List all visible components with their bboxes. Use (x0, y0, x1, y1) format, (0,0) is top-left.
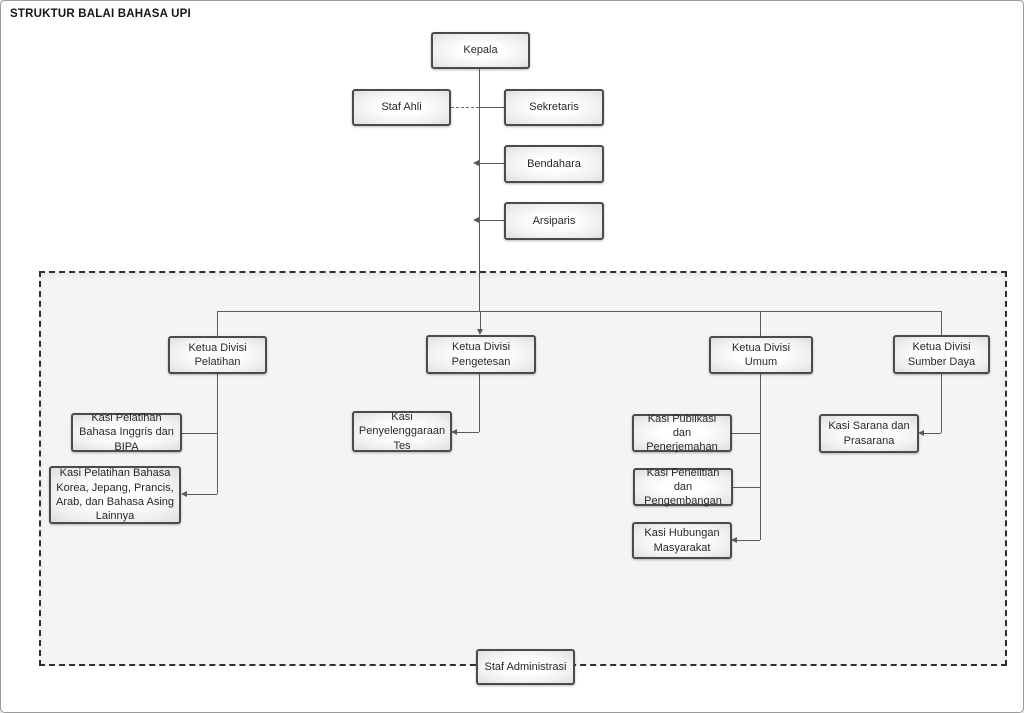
arrowhead-kasi-sarana (918, 430, 924, 436)
node-kepala-label: Kepala (463, 44, 498, 57)
connector-arsiparis (479, 220, 504, 221)
node-ketua-divisi-umum-label: Ketua Divisi Umum (731, 341, 791, 368)
connector-sekretaris (480, 107, 504, 108)
node-kepala: Kepala (431, 32, 530, 69)
node-kasi-publikasi-penerjemahan-label: Kasi Publikasi dan Penerjemahan (646, 412, 718, 454)
arrowhead-kasi-korea (181, 491, 187, 497)
node-kasi-publikasi-penerjemahan: Kasi Publikasi dan Penerjemahan (632, 412, 732, 454)
arrowhead-bendahara (473, 160, 479, 166)
node-staf-ahli: Staf Ahli (352, 89, 451, 126)
node-ketua-divisi-umum: Ketua Divisi Umum (709, 336, 813, 374)
node-ketua-divisi-pengetesan-label: Ketua Divisi Pengetesan (451, 341, 511, 368)
node-ketua-divisi-sumber-daya: Ketua Divisi Sumber Daya (893, 335, 990, 374)
node-kasi-pelatihan-inggris-bipa-label: Kasi Pelatihan Bahasa Inggris dan BIPA (79, 412, 174, 453)
node-ketua-divisi-sumber-daya-label: Ketua Divisi Sumber Daya (907, 341, 976, 368)
connector-drop-sumber-daya (941, 311, 942, 335)
node-kasi-pelatihan-inggris-bipa: Kasi Pelatihan Bahasa Inggris dan BIPA (71, 412, 182, 453)
connector-pelatihan-subtrunk (217, 373, 218, 494)
page-title: STRUKTUR BALAI BAHASA UPI (10, 8, 191, 20)
node-staf-administrasi: Staf Administrasi (476, 649, 575, 685)
connector-bendahara (479, 163, 504, 164)
node-bendahara-label: Bendahara (527, 157, 581, 170)
node-kasi-pelatihan-korea: Kasi Pelatihan Bahasa Korea, Jepang, Pra… (49, 466, 181, 524)
connector-kasi-humas (737, 540, 760, 541)
connector-kasi-tes (457, 432, 479, 433)
node-staf-administrasi-label: Staf Administrasi (484, 660, 567, 673)
node-bendahara: Bendahara (504, 145, 604, 183)
connector-sumber-daya-subtrunk (941, 374, 942, 433)
arrowhead-kasi-humas (731, 537, 737, 543)
connector-division-distribution (217, 311, 942, 312)
connector-kasi-publikasi (731, 433, 760, 434)
node-arsiparis: Arsiparis (504, 202, 604, 240)
node-kasi-penelitian-pengembangan-label: Kasi Penelitian dan Pengembangan (644, 466, 722, 508)
node-kasi-penelitian-pengembangan: Kasi Penelitian dan Pengembangan (633, 466, 733, 508)
node-kasi-sarana-prasarana-label: Kasi Sarana dan Prasarana (828, 420, 910, 447)
connector-kasi-sarana (924, 433, 941, 434)
node-ketua-divisi-pengetesan: Ketua Divisi Pengetesan (426, 335, 536, 374)
node-kasi-hubungan-masyarakat-label: Kasi Hubungan Masyarakat (644, 527, 720, 554)
connector-pengetesan-subtrunk (479, 374, 480, 432)
node-kasi-penyelenggaraan-tes: Kasi Penyelenggaraan Tes (352, 411, 452, 452)
arrowhead-kasi-tes (451, 429, 457, 435)
node-staf-ahli-label: Staf Ahli (381, 101, 422, 114)
arrowhead-arsiparis (473, 217, 479, 223)
connector-staf-ahli-dashed (451, 107, 479, 108)
node-sekretaris-label: Sekretaris (529, 101, 579, 114)
connector-drop-umum (760, 311, 761, 336)
node-kasi-sarana-prasarana: Kasi Sarana dan Prasarana (819, 414, 919, 453)
connector-drop-pelatihan (217, 311, 218, 336)
connector-kasi-inggris (182, 433, 217, 434)
connector-kasi-penelitian (732, 487, 760, 488)
connector-drop-pengetesan (480, 311, 481, 330)
node-ketua-divisi-pelatihan-label: Ketua Divisi Pelatihan (188, 341, 247, 368)
node-sekretaris: Sekretaris (504, 89, 604, 126)
node-kasi-hubungan-masyarakat: Kasi Hubungan Masyarakat (632, 522, 732, 559)
connector-umum-subtrunk (760, 373, 761, 540)
division-group-region (39, 271, 1007, 666)
arrowhead-pengetesan (477, 329, 483, 335)
connector-main-trunk (479, 69, 480, 312)
connector-kasi-korea (187, 494, 217, 495)
node-arsiparis-label: Arsiparis (532, 214, 576, 227)
node-kasi-pelatihan-korea-label: Kasi Pelatihan Bahasa Korea, Jepang, Pra… (55, 467, 175, 523)
node-kasi-penyelenggaraan-tes-label: Kasi Penyelenggaraan Tes (358, 411, 446, 452)
node-ketua-divisi-pelatihan: Ketua Divisi Pelatihan (168, 336, 267, 374)
